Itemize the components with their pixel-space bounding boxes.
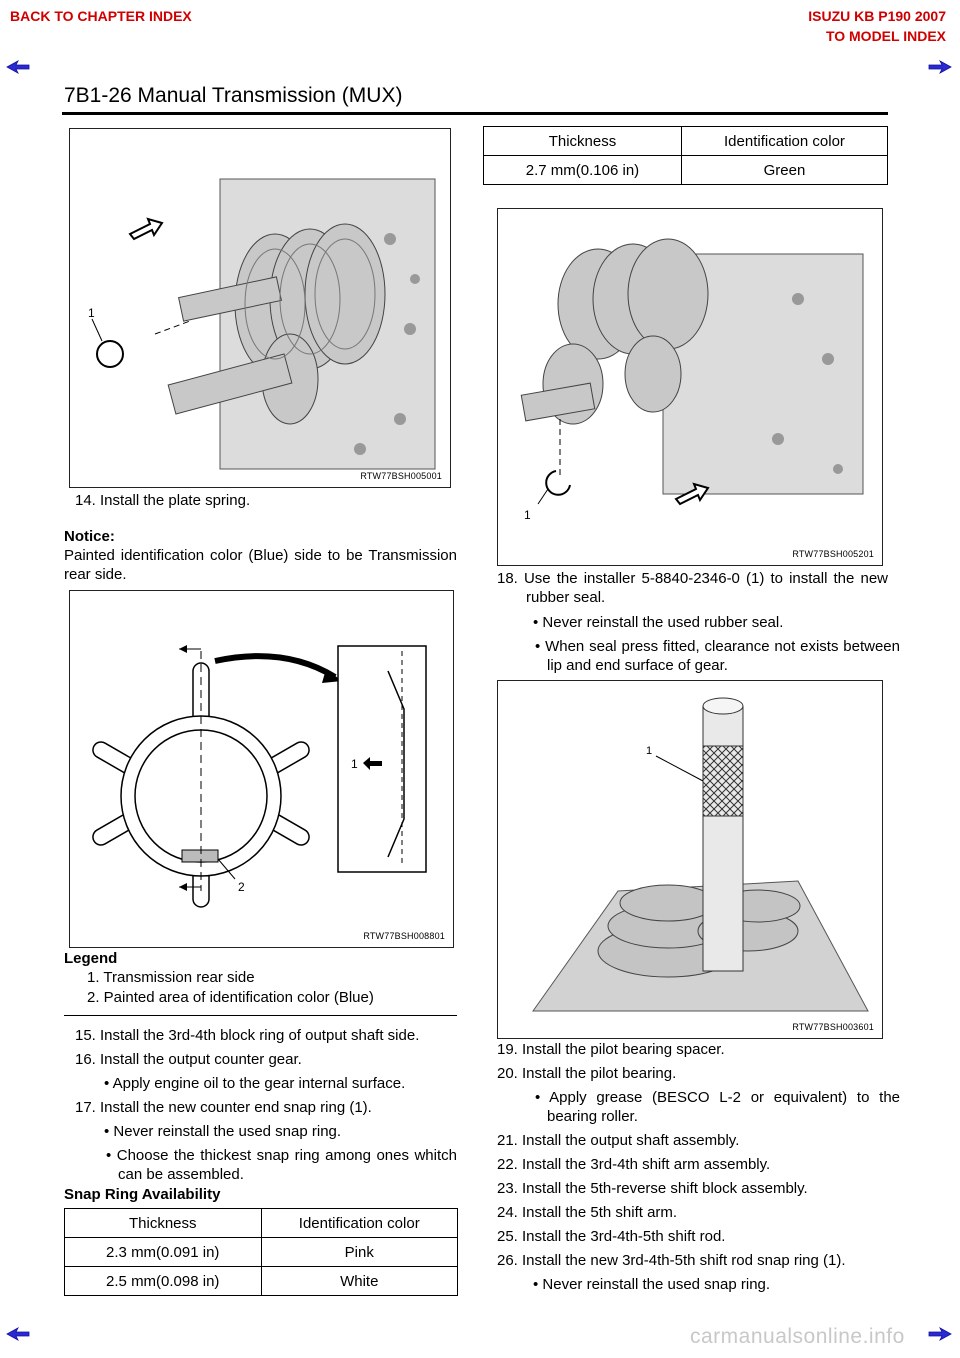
step-21: 21. Install the output shaft assembly. [497, 1132, 740, 1149]
to-model-index-link[interactable]: TO MODEL INDEX [825, 28, 946, 44]
figure-counter-snap-ring: 1 RTW77BSH005201 [497, 208, 883, 566]
table-header-row: Thickness Identification color [483, 126, 889, 156]
table-row: 2.5 mm(0.098 in) White [64, 1266, 458, 1296]
transmission-gear-illustration: 1 [88, 178, 436, 470]
legend-item-2: 2. Painted area of identification color … [87, 989, 374, 1006]
prev-page-arrow-icon[interactable] [6, 60, 30, 74]
step-26-bullet-1: • Never reinstall the used snap ring. [533, 1276, 771, 1293]
prev-page-arrow-bottom-icon[interactable] [6, 1327, 30, 1341]
figure2-callout-2: 2 [238, 880, 245, 894]
step-17-bullet-1: • Never reinstall the used snap ring. [104, 1123, 342, 1140]
snap-ring-heading: Snap Ring Availability [64, 1186, 221, 1203]
step-14: 14. Install the plate spring. [75, 492, 251, 509]
step-18: 18. Use the installer 5-8840-2346-0 (1) … [497, 569, 888, 607]
watermark: carmanualsonline.info [690, 1325, 905, 1348]
table-cell: 2.7 mm(0.106 in) [483, 155, 682, 185]
model-title-link[interactable]: ISUZU KB P190 2007 [808, 8, 946, 24]
step-25: 25. Install the 3rd-4th-5th shift rod. [497, 1228, 726, 1245]
figure3-code: RTW77BSH005201 [792, 549, 874, 559]
table-header-cell: Identification color [680, 126, 889, 156]
table-cell: White [260, 1266, 458, 1296]
figure4-code: RTW77BSH003601 [792, 1022, 874, 1032]
step-16: 16. Install the output counter gear. [75, 1051, 302, 1068]
table-header-cell: Identification color [260, 1208, 458, 1238]
step-24: 24. Install the 5th shift arm. [497, 1204, 678, 1221]
legend-divider [64, 1015, 457, 1016]
table-cell: 2.5 mm(0.098 in) [64, 1266, 262, 1296]
step-17: 17. Install the new counter end snap rin… [75, 1099, 372, 1116]
figure2-callout-1: 1 [351, 757, 358, 771]
legend-label: Legend [64, 950, 118, 967]
figure-rubber-seal-installer: 1 RTW77BSH003601 [497, 680, 883, 1039]
snap-ring-table-right: Thickness Identification color 2.7 mm(0.… [483, 126, 889, 185]
step-17-bullet-2: • Choose the thickest snap ring among on… [106, 1147, 457, 1183]
table-cell: Pink [260, 1237, 458, 1267]
table-header-cell: Thickness [483, 126, 682, 156]
figure1-callout: 1 [88, 306, 95, 320]
legend-item-1: 1. Transmission rear side [87, 969, 255, 986]
step-19: 19. Install the pilot bearing spacer. [497, 1041, 725, 1058]
step-18-bullet-1: • Never reinstall the used rubber seal. [533, 614, 784, 631]
header-rule [62, 112, 888, 115]
next-page-arrow-icon[interactable] [928, 60, 952, 74]
step-15: 15. Install the 3rd-4th block ring of ou… [75, 1027, 420, 1044]
figure-plate-spring: 1 2 RTW77BSH008801 [69, 590, 454, 948]
table-cell: Green [680, 155, 889, 185]
snap-ring-table-left: Thickness Identification color 2.3 mm(0.… [64, 1208, 458, 1296]
table-row: 2.7 mm(0.106 in) Green [483, 155, 889, 185]
step-16-bullet-1: • Apply engine oil to the gear internal … [104, 1075, 406, 1092]
counter-gear-illustration: 1 [520, 238, 864, 522]
next-page-arrow-bottom-icon[interactable] [928, 1327, 952, 1341]
figure2-code: RTW77BSH008801 [363, 931, 445, 941]
figure1-code: RTW77BSH005001 [360, 471, 442, 481]
table-header-row: Thickness Identification color [64, 1208, 458, 1238]
step-20-bullet-1: • Apply grease (BESCO L-2 or equivalent)… [535, 1089, 900, 1125]
table-cell: 2.3 mm(0.091 in) [64, 1237, 262, 1267]
figure3-callout: 1 [524, 508, 531, 522]
step-23: 23. Install the 5th-reverse shift block … [497, 1180, 808, 1197]
table-header-cell: Thickness [64, 1208, 262, 1238]
page-header-title: 7B1-26 Manual Transmission (MUX) [64, 84, 403, 107]
plate-spring-diagram: 1 2 [92, 645, 427, 908]
table-row: 2.3 mm(0.091 in) Pink [64, 1237, 458, 1267]
figure4-callout: 1 [646, 745, 652, 757]
notice-text: Painted identification color (Blue) side… [64, 547, 457, 583]
installer-tool-illustration: 1 [532, 697, 869, 1012]
back-to-chapter-index-link[interactable]: BACK TO CHAPTER INDEX [10, 8, 192, 24]
figure-snap-ring-removal: 1 RTW77BSH005001 [69, 128, 451, 488]
step-18-text: 18. Use the installer 5-8840-2346-0 (1) … [497, 570, 888, 606]
step-26: 26. Install the new 3rd-4th-5th shift ro… [497, 1252, 846, 1269]
step-18-bullet-2: • When seal press fitted, clearance not … [535, 638, 900, 674]
step-22: 22. Install the 3rd-4th shift arm assemb… [497, 1156, 771, 1173]
notice-label: Notice: [64, 528, 115, 545]
step-20: 20. Install the pilot bearing. [497, 1065, 677, 1082]
